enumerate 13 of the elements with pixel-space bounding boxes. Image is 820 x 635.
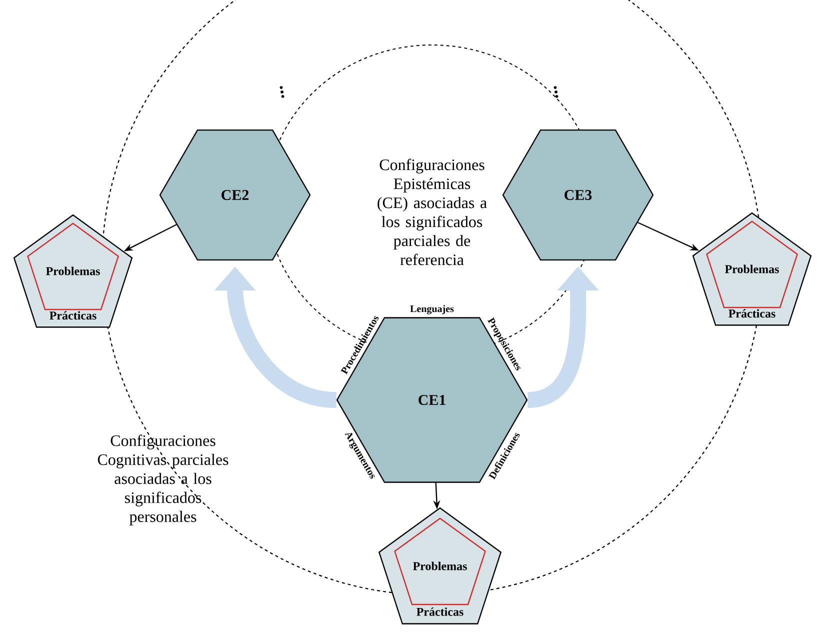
- caption-text: Configuraciones Epistémicas (CE) asociadas a los significados parciales de referencia: [378, 158, 487, 266]
- problem-pentagon: Problemas: [706, 220, 798, 308]
- practice-label: Prácticas: [728, 309, 776, 318]
- problem-pentagon: Problemas: [27, 222, 119, 310]
- ellipsis-mark: ...: [280, 86, 284, 98]
- side-label: Lenguajes: [410, 305, 454, 314]
- hexagon: CE2: [159, 129, 311, 261]
- practice-label: Prácticas: [416, 607, 464, 616]
- practice-label: Prácticas: [50, 311, 96, 320]
- ellipsis-mark: ...: [554, 86, 558, 98]
- hexagon: CE3: [502, 129, 654, 261]
- problem-pentagon: Problemas: [394, 518, 486, 606]
- caption-text: Configuraciones Cognitivas parciales asociadas a los significados personales: [98, 434, 228, 526]
